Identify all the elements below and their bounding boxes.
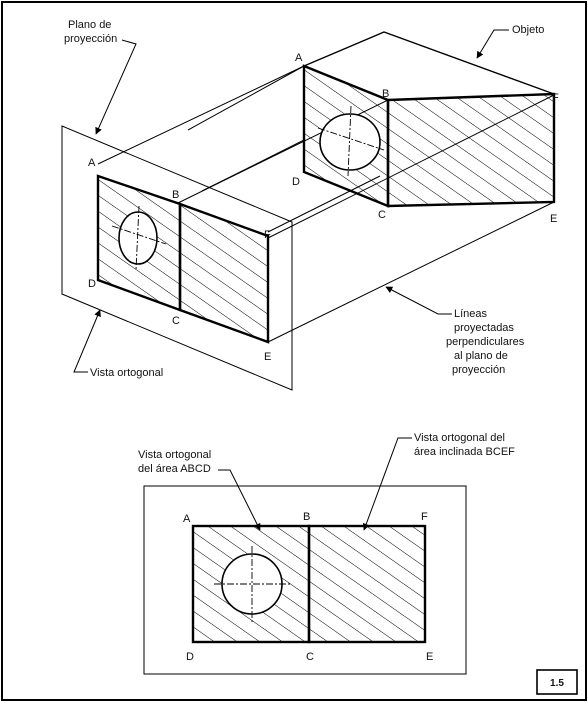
callout-vista-ortogonal: Vista ortogonal — [90, 367, 163, 379]
leader-vista-abcd — [218, 469, 261, 531]
label-point-d-object: D — [292, 176, 300, 188]
label-point-f-bottom: F — [421, 511, 428, 523]
callout-lineas-line4: al plano de — [454, 350, 508, 362]
plane-view-hole — [118, 211, 158, 265]
callout-vista-bcef-line2: área inclinada BCEF — [414, 446, 515, 458]
bottom-view — [191, 524, 427, 644]
leader-lineas — [385, 286, 452, 315]
label-point-e-bottom: E — [426, 651, 433, 663]
label-point-a-object: A — [295, 52, 303, 64]
object-3d — [302, 31, 556, 208]
callout-lineas-line3: perpendiculares — [446, 336, 525, 348]
label-point-b-object: B — [382, 88, 389, 100]
label-point-e-plane: E — [264, 351, 271, 363]
callout-objeto: Objeto — [512, 24, 544, 36]
leader-vista-bcef — [362, 437, 412, 531]
label-point-c-plane: C — [172, 315, 180, 327]
label-point-f-object: F — [552, 92, 559, 104]
label-point-e-object: E — [550, 213, 557, 225]
label-point-f-plane: F — [264, 229, 271, 241]
bottom-area-bcef — [307, 524, 427, 644]
callout-lineas-line1: Líneas — [454, 308, 488, 320]
callout-vista-abcd-line1: Vista ortogonal — [138, 449, 211, 461]
leader-vista-ortogonal — [73, 309, 101, 373]
label-point-d-bottom: D — [186, 651, 194, 663]
callout-lineas-line5: proyección — [452, 364, 505, 376]
figure-number-box — [536, 669, 578, 695]
callout-vista-bcef-line1: Vista ortogonal del — [414, 432, 505, 444]
label-point-a-plane: A — [88, 157, 96, 169]
callout-plano-proyeccion-line2: proyección — [64, 33, 117, 45]
callout-lineas-line2: proyectadas — [454, 322, 514, 334]
label-point-c-object: C — [378, 209, 386, 221]
object-hole — [319, 113, 381, 171]
leader-plano-proyeccion — [95, 39, 137, 135]
callout-vista-abcd-line2: del área ABCD — [138, 463, 211, 475]
label-point-b-plane: B — [172, 189, 179, 201]
object-face-bcef — [386, 92, 556, 208]
label-point-a-bottom: A — [183, 513, 191, 525]
label-point-d-plane: D — [88, 278, 96, 290]
label-point-c-bottom: C — [306, 651, 314, 663]
plane-view — [96, 174, 270, 344]
callout-plano-proyeccion-line1: Plano de — [68, 19, 111, 31]
label-point-b-bottom: B — [303, 511, 310, 523]
leader-objeto — [476, 29, 509, 59]
figure-number: 1.5 — [550, 678, 564, 689]
